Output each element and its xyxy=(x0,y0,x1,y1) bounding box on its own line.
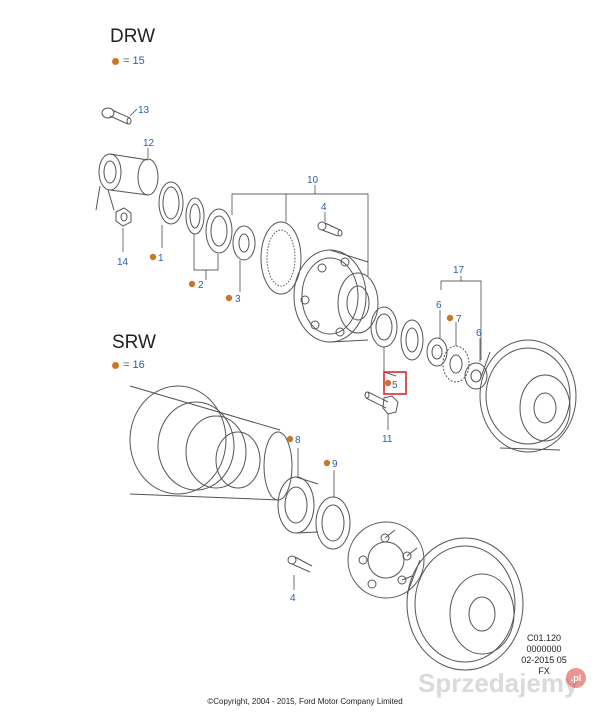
stud-4-upper xyxy=(317,221,343,237)
hub-lock-12 xyxy=(95,153,159,211)
drw-legend-text: = 15 xyxy=(123,55,145,67)
copyright-notice: ©Copyright, 2004 - 2015, Ford Motor Comp… xyxy=(207,697,403,706)
srw-legend-text: = 16 xyxy=(123,359,145,371)
callout-10: 10 xyxy=(307,175,319,186)
marker-dot-5 xyxy=(384,379,392,387)
callout-9: 9 xyxy=(332,459,338,470)
ref-line-2: 0000000 xyxy=(526,644,562,654)
bolt-13 xyxy=(101,107,132,125)
srw-legend: = 16 xyxy=(112,359,145,371)
stud-4-lower xyxy=(287,555,313,573)
watermark-badge: .pl xyxy=(566,668,586,688)
hub-assembly-10 xyxy=(293,249,379,343)
callout-6-left: 6 xyxy=(436,300,442,311)
lock-ring-7 xyxy=(442,345,470,383)
srw-title: SRW xyxy=(112,332,156,353)
washer-6-left xyxy=(426,337,448,367)
marker-dot-7 xyxy=(446,314,454,322)
drum-srw xyxy=(406,537,524,671)
drw-title: DRW xyxy=(110,26,156,47)
seal-9 xyxy=(315,496,351,550)
callout-6-right: 6 xyxy=(476,328,482,339)
watermark-text: Sprzedajemy xyxy=(418,668,579,698)
highlight-box-5 xyxy=(383,371,407,395)
callout-7: 7 xyxy=(456,314,462,325)
seal-1 xyxy=(158,181,184,225)
legend-dot-icon xyxy=(112,57,119,65)
reference-block: C01.120 0000000 02-2015 05 FX xyxy=(510,633,578,677)
drw-legend: = 15 xyxy=(112,55,145,67)
callout-8: 8 xyxy=(295,435,301,446)
tone-ring xyxy=(260,221,302,295)
callout-14: 14 xyxy=(117,257,129,268)
callout-1: 1 xyxy=(158,253,164,264)
washer-3 xyxy=(232,225,256,261)
hub-srw xyxy=(347,521,425,599)
marker-dot-9 xyxy=(323,459,331,467)
callout-17: 17 xyxy=(453,265,465,276)
washer-6-right xyxy=(464,362,488,390)
bearing-5 xyxy=(370,306,424,361)
callout-11: 11 xyxy=(382,434,393,445)
marker-dot-8 xyxy=(286,435,294,443)
axle-tube xyxy=(129,385,293,501)
callout-13: 13 xyxy=(138,105,150,116)
callout-2: 2 xyxy=(198,280,204,291)
callout-3: 3 xyxy=(235,294,241,305)
bolt-11 xyxy=(364,391,399,415)
callout-12: 12 xyxy=(143,138,155,149)
ref-line-1: C01.120 xyxy=(526,633,562,643)
drum-drw xyxy=(479,339,577,453)
legend-dot-icon xyxy=(112,361,119,369)
marker-dot-3 xyxy=(225,294,233,302)
callout-5: 5 xyxy=(392,380,398,391)
bearing-2 xyxy=(185,197,233,254)
bearing-8 xyxy=(277,476,319,534)
callout-labels: 13 12 14 1 2 3 10 4 17 6 7 6 5 11 8 9 4 xyxy=(117,105,482,604)
leader-lines xyxy=(122,108,482,590)
ref-line-3: 02-2015 05 xyxy=(521,655,567,665)
callout-4-lower: 4 xyxy=(290,593,296,604)
nut-14 xyxy=(115,207,132,227)
callout-4-upper: 4 xyxy=(321,202,327,213)
marker-dot-1 xyxy=(149,253,157,261)
ref-line-4: FX xyxy=(538,666,550,676)
marker-dot-2 xyxy=(188,280,196,288)
part-markers xyxy=(149,253,454,467)
